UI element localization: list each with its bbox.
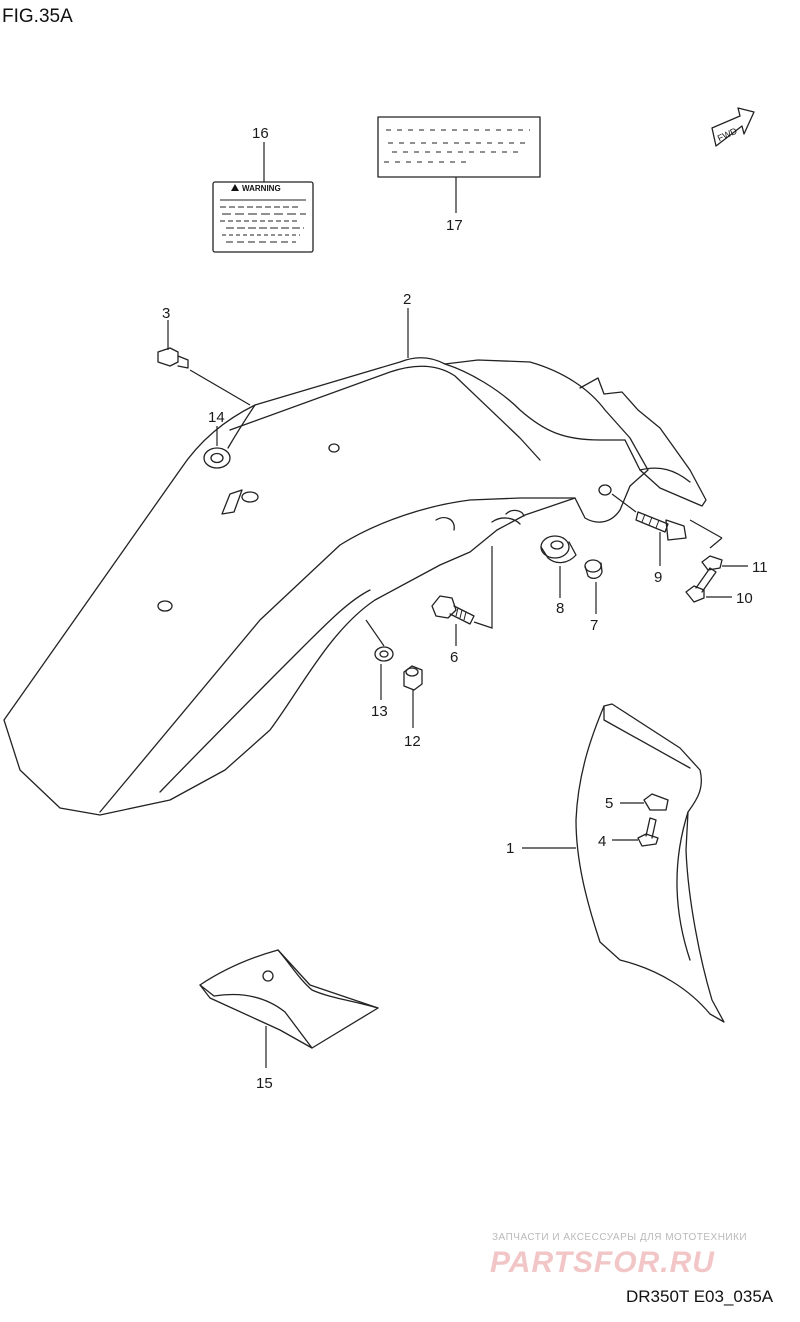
callout-14: 14 — [208, 409, 225, 426]
callout-12: 12 — [404, 733, 421, 750]
fwd-arrow-icon: FWD — [711, 107, 755, 147]
callout-3: 3 — [162, 305, 170, 322]
washer-part — [203, 447, 231, 469]
tool-bag-part — [199, 949, 379, 1049]
warning-label-part: WARNING — [212, 181, 314, 253]
cushion-part — [540, 535, 577, 564]
callout-5: 5 — [605, 795, 613, 812]
rear-fender-part — [3, 357, 707, 816]
flange-bolt-part — [635, 511, 687, 541]
small-bolt-part — [685, 567, 717, 603]
model-code: DR350T E03_035A — [626, 1287, 774, 1306]
nut-12-part — [403, 665, 423, 691]
collar-part — [584, 559, 603, 579]
callout-8: 8 — [556, 600, 564, 617]
callout-4: 4 — [598, 833, 606, 850]
callout-6: 6 — [450, 649, 458, 666]
callout-7: 7 — [590, 617, 598, 634]
callout-9: 9 — [654, 569, 662, 586]
callout-1: 1 — [506, 840, 514, 857]
callout-11: 11 — [752, 559, 768, 576]
clip-nut-part — [643, 793, 669, 811]
bolt-part — [431, 595, 475, 625]
callout-10: 10 — [736, 590, 753, 607]
mud-flap-part — [575, 703, 725, 1023]
callout-2: 2 — [403, 291, 411, 308]
callout-labels: 16 17 2 3 14 8 7 6 9 11 10 13 12 1 5 4 1… — [162, 125, 768, 1092]
watermark: ЗАПЧАСТИ И АКСЕССУАРЫ ДЛЯ МОТОТЕХНИКИ PA… — [490, 1232, 747, 1279]
watermark-logo: PARTSFOR.RU — [490, 1246, 715, 1279]
washer-13-part — [374, 646, 394, 662]
fwd-label: FWD — [716, 125, 739, 143]
callout-13: 13 — [371, 703, 388, 720]
watermark-caption: ЗАПЧАСТИ И АКСЕССУАРЫ ДЛЯ МОТОТЕХНИКИ — [492, 1232, 747, 1243]
screw-part — [157, 347, 189, 369]
callout-17: 17 — [446, 217, 463, 234]
nut-part — [701, 555, 723, 571]
callout-16: 16 — [252, 125, 269, 142]
figure-title: FIG.35A — [2, 6, 73, 27]
screw-4-part — [637, 817, 659, 847]
callout-15: 15 — [256, 1075, 273, 1092]
leader-lines — [167, 142, 748, 1068]
info-label-part — [377, 116, 541, 178]
warning-heading: WARNING — [242, 184, 281, 193]
